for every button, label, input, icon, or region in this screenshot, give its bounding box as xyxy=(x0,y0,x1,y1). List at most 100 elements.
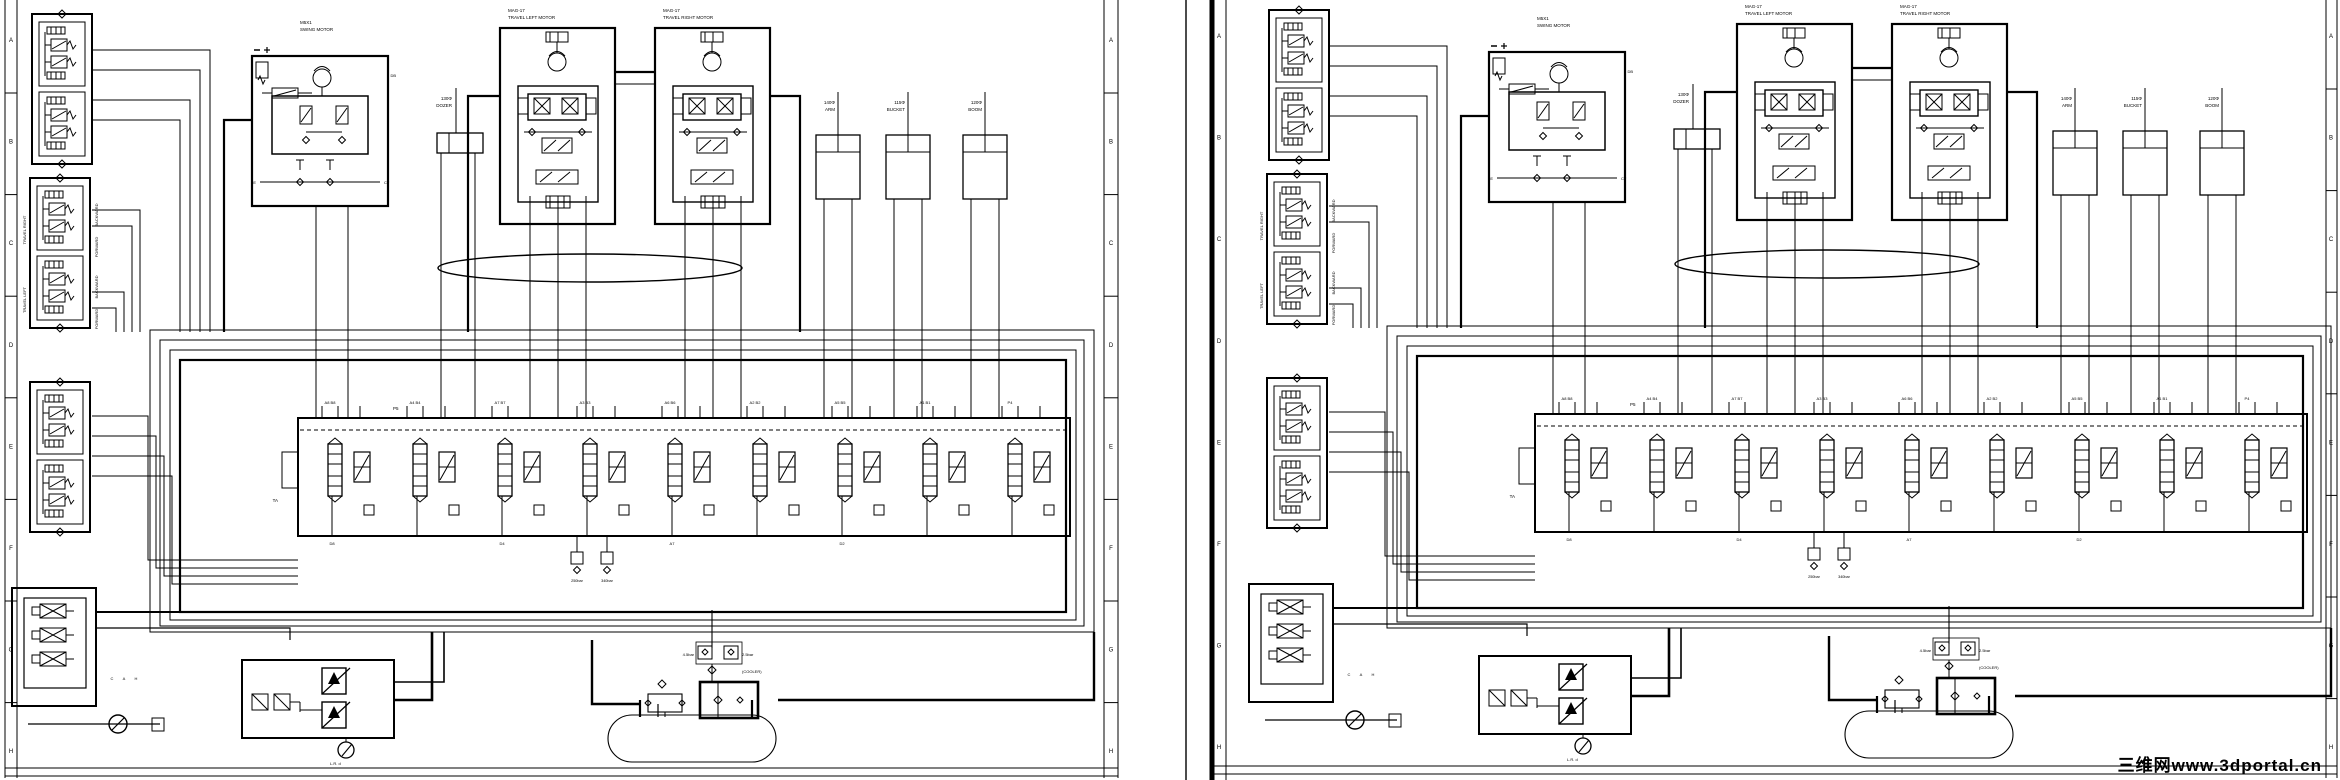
label-1: ARM xyxy=(825,107,835,112)
label-3: A3 B3 xyxy=(580,400,592,405)
zone-letter-B: B xyxy=(1109,140,1113,146)
zone-letter-A: A xyxy=(1217,34,1221,40)
label-pilot_port: P5 xyxy=(1630,402,1636,407)
label-0: MAG-17 xyxy=(508,8,525,13)
zone-letter-D: D xyxy=(1109,343,1114,349)
label-6: D2 xyxy=(2076,537,2082,542)
zone-letter-C: C xyxy=(1217,237,1222,243)
label-0: D8 xyxy=(329,541,335,546)
zone-letter-E: E xyxy=(2329,440,2333,446)
label-swing_port_cf: CF xyxy=(384,180,390,185)
label-sol_port_h: H xyxy=(135,676,138,681)
label-1: TRAVEL LEFT MOTOR xyxy=(1745,11,1793,16)
label-travel_left_section: TRAVEL LEFT xyxy=(22,286,27,313)
label-7: A1 B1 xyxy=(920,400,932,405)
label-1: TRAVEL RIGHT MOTOR xyxy=(1900,11,1951,16)
label-0: M5X1 xyxy=(300,20,312,25)
label-forward: FORWARD xyxy=(94,309,99,330)
label-1: SWING MOTOR xyxy=(300,27,334,32)
label-pilot_port: P5 xyxy=(393,406,399,411)
label-0: MAG-17 xyxy=(1900,4,1917,9)
zone-letter-A: A xyxy=(1109,38,1113,44)
label-relief_high: 340bar xyxy=(1838,575,1851,579)
zone-letter-G: G xyxy=(2329,644,2334,650)
zone-letter-E: E xyxy=(1217,440,1221,446)
label-swing_port_db: DB xyxy=(390,73,396,78)
label-relief_high: 340bar xyxy=(601,579,614,583)
zone-letter-B: B xyxy=(9,140,13,146)
arm-cylinder: 140Φ ARM xyxy=(815,92,861,418)
label-backward: BACKWARD xyxy=(1331,271,1336,294)
zone-letter-H: H xyxy=(2329,745,2333,751)
label-relief_low: 250bar xyxy=(1808,575,1821,579)
dozer-cylinder: 130Φ DOZER xyxy=(436,88,484,418)
zone-letter-G: G xyxy=(1109,648,1114,654)
zone-letter-C: C xyxy=(2329,237,2334,243)
zone-letter-C: C xyxy=(9,241,14,247)
label-bypass_right: 2.5bar xyxy=(1979,648,1991,653)
label-0: 140Φ xyxy=(824,100,836,105)
label-1: DOZER xyxy=(436,103,453,108)
label-forward: FORWARD xyxy=(1331,305,1336,326)
label-0: 120Φ xyxy=(2208,96,2220,101)
label-1: BUCKET xyxy=(887,107,906,112)
routing-lines xyxy=(1329,45,2039,636)
label-0: 130Φ xyxy=(441,96,453,101)
label-0: A8 B8 xyxy=(325,400,337,405)
label-6: A5 B5 xyxy=(835,400,847,405)
label-0: MAG-17 xyxy=(663,8,680,13)
pilot-valve-block-2 xyxy=(29,377,91,537)
zone-letter-D: D xyxy=(2329,339,2334,345)
label-8: P4 xyxy=(2245,396,2251,401)
label-sol_port_a: A xyxy=(1360,672,1363,677)
zone-letter-H: H xyxy=(1109,749,1113,755)
label-pump_note: L.R. d xyxy=(1567,757,1578,762)
label-3: A3 B3 xyxy=(1817,396,1829,401)
label-4: A6 B6 xyxy=(1902,396,1914,401)
label-1: A4 B4 xyxy=(410,400,422,405)
label-0: 140Φ xyxy=(2061,96,2073,101)
pilot-valve-block-1 xyxy=(31,9,93,169)
label-cooler: (COOLER) xyxy=(1979,665,1999,670)
label-0: MAG-17 xyxy=(1745,4,1762,9)
label-5: A2 B2 xyxy=(750,400,762,405)
swivel-joint xyxy=(437,253,743,283)
label-bypass_right: 2.5bar xyxy=(742,652,754,657)
label-0: 120Φ xyxy=(971,100,983,105)
label-sol_port_a: A xyxy=(123,676,126,681)
label-1: TRAVEL RIGHT MOTOR xyxy=(663,15,714,20)
label-2: D4 xyxy=(499,541,505,546)
zone-letter-B: B xyxy=(1217,136,1221,142)
label-swing_port_e: E xyxy=(253,180,256,185)
pump-unit: L.R. d xyxy=(241,632,445,766)
label-pump_note: L.R. d xyxy=(330,761,341,766)
hydraulic-tank: 4.5bar 2.5bar (COOLER) xyxy=(1827,606,2333,759)
zone-letter-C: C xyxy=(1109,241,1114,247)
mcv-section-6: A2 B2 xyxy=(746,400,800,536)
label-1: DOZER xyxy=(1673,99,1690,104)
zone-letter-E: E xyxy=(1109,444,1113,450)
label-travel_left_section: TRAVEL LEFT xyxy=(1259,282,1264,309)
label-1: TRAVEL LEFT MOTOR xyxy=(508,15,556,20)
label-bypass_left: 4.5bar xyxy=(1920,648,1932,653)
label-1: A4 B4 xyxy=(1647,396,1659,401)
label-forward: FORWARD xyxy=(1331,233,1336,254)
routing-lines xyxy=(92,49,802,640)
